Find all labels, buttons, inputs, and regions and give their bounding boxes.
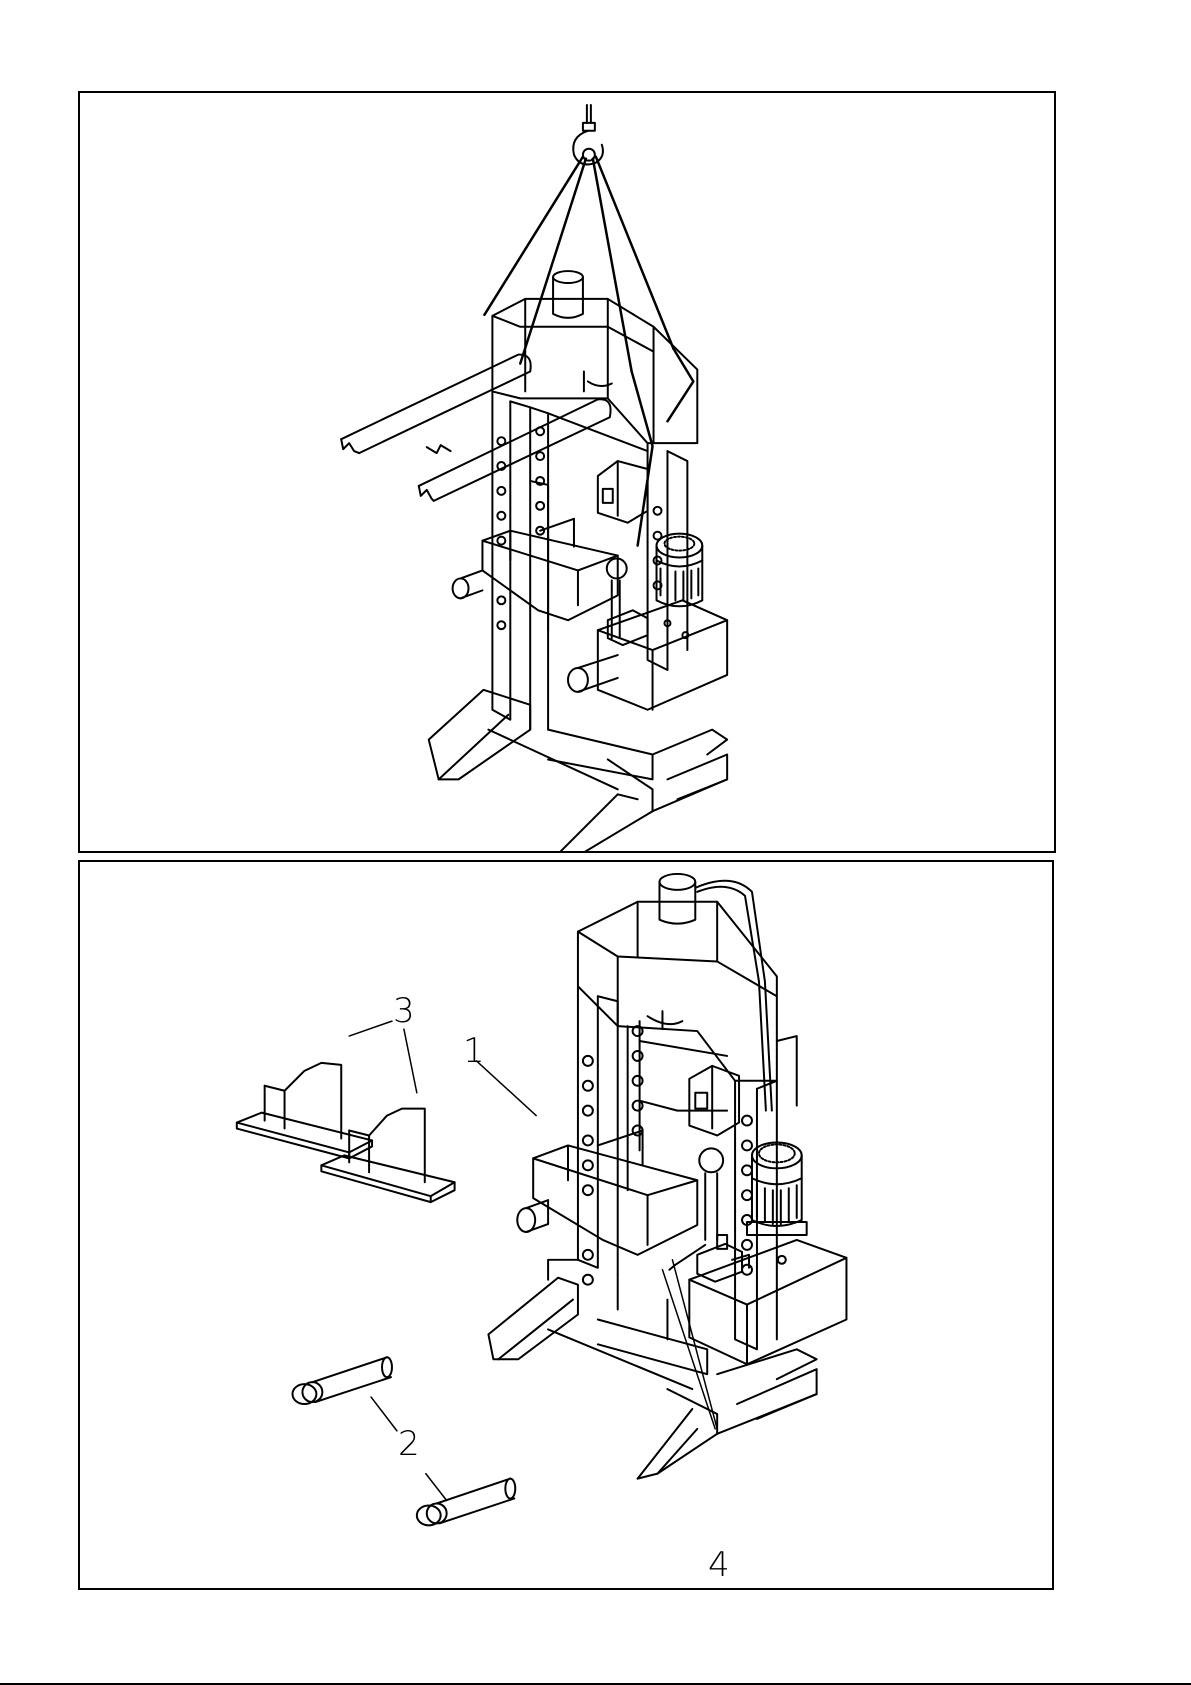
figure-lifting-frame bbox=[78, 91, 1056, 853]
lifting-fork-bars bbox=[341, 355, 610, 501]
pin-upper bbox=[293, 1357, 392, 1404]
v-block-left bbox=[237, 1063, 372, 1158]
lifting-slings bbox=[484, 157, 693, 546]
crane-hook-icon bbox=[573, 105, 603, 164]
callout-1-leader bbox=[476, 1061, 536, 1116]
press-inner-frame bbox=[530, 372, 647, 631]
press-head-assembly bbox=[578, 874, 777, 1111]
press-base-feet-b bbox=[488, 1260, 816, 1479]
callout-4: 4 bbox=[708, 1548, 730, 1582]
press-lifting-illustration bbox=[80, 93, 1054, 851]
pressure-gauge-icon-b bbox=[699, 1148, 723, 1172]
callout-2: 2 bbox=[398, 1427, 420, 1461]
press-work-table bbox=[453, 519, 618, 692]
press-work-table-b bbox=[517, 1131, 697, 1255]
pin-lower bbox=[417, 1479, 515, 1526]
press-base-feet bbox=[429, 690, 727, 851]
figure-parts-frame: 3 1 2 4 bbox=[78, 860, 1054, 1590]
press-left-upright bbox=[492, 391, 548, 729]
callout-1: 1 bbox=[463, 1034, 485, 1068]
press-parts-illustration bbox=[80, 862, 1052, 1588]
press-control-box bbox=[598, 461, 648, 638]
callout-3: 3 bbox=[393, 994, 415, 1028]
callout-3-leader bbox=[349, 1021, 417, 1093]
press-ram bbox=[640, 1011, 728, 1110]
press-left-upright-b bbox=[578, 986, 643, 1284]
